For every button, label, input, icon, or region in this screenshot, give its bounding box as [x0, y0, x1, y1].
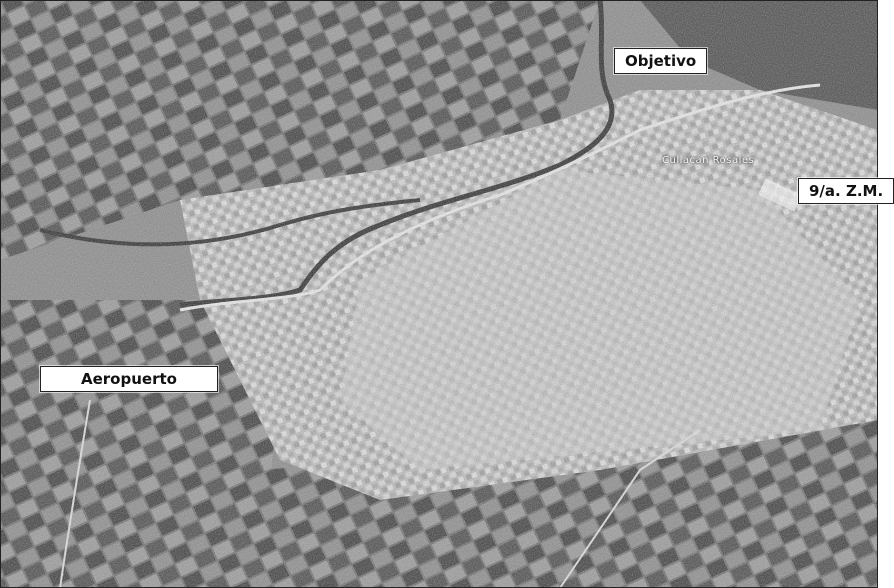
- label-aeropuerto: Aeropuerto: [40, 366, 218, 392]
- city-name: Culiacán Rosales: [662, 155, 755, 166]
- label-zona-militar: 9/a. Z.M.: [798, 178, 894, 204]
- label-objetivo: Objetivo: [614, 48, 708, 74]
